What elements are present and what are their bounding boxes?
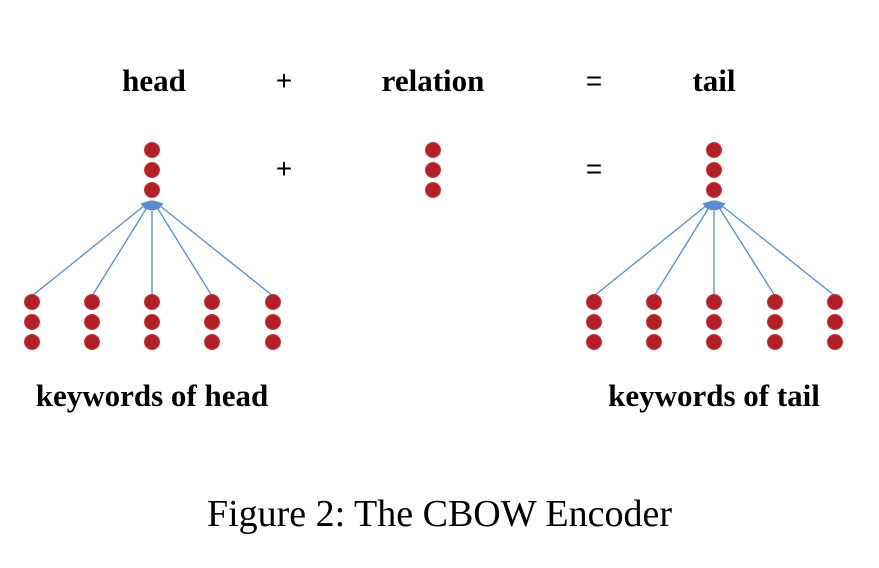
vector-dot bbox=[144, 294, 160, 310]
keyword-vector bbox=[646, 294, 662, 350]
keywords-of-head-label: keywords of head bbox=[36, 378, 269, 413]
keyword-vector bbox=[265, 294, 281, 350]
plus-operator-vectors: + bbox=[276, 153, 292, 184]
vector-dot bbox=[706, 142, 722, 158]
vector-dot bbox=[24, 334, 40, 350]
vector-dot bbox=[265, 314, 281, 330]
vector-dot bbox=[265, 294, 281, 310]
head-vector bbox=[144, 142, 160, 198]
vector-dot bbox=[265, 334, 281, 350]
vector-dot bbox=[204, 294, 220, 310]
vector-dot bbox=[144, 314, 160, 330]
arrow bbox=[714, 200, 776, 297]
vector-dot bbox=[646, 334, 662, 350]
vector-dot bbox=[425, 182, 441, 198]
arrow bbox=[715, 200, 836, 297]
vector-dot bbox=[827, 314, 843, 330]
vector-dot bbox=[425, 162, 441, 178]
vector-dot bbox=[706, 162, 722, 178]
keyword-vector bbox=[706, 294, 722, 350]
head-keyword-vectors bbox=[24, 294, 281, 350]
head-arrows bbox=[31, 200, 274, 297]
keyword-vector bbox=[586, 294, 602, 350]
keywords-of-tail-label: keywords of tail bbox=[608, 378, 820, 413]
vector-dot bbox=[586, 334, 602, 350]
vector-dot bbox=[586, 294, 602, 310]
vector-dot bbox=[586, 314, 602, 330]
vector-dot bbox=[144, 162, 160, 178]
vector-dot bbox=[425, 142, 441, 158]
relation-heading: relation bbox=[382, 63, 485, 98]
vector-dot bbox=[706, 314, 722, 330]
vector-dot bbox=[144, 334, 160, 350]
vector-dot bbox=[204, 334, 220, 350]
vector-dot bbox=[767, 294, 783, 310]
tail-arrows bbox=[593, 200, 836, 297]
keyword-vector bbox=[24, 294, 40, 350]
vector-dot bbox=[646, 294, 662, 310]
vector-dot bbox=[646, 314, 662, 330]
vector-dot bbox=[84, 314, 100, 330]
tail-keyword-vectors bbox=[586, 294, 843, 350]
vector-dot bbox=[827, 294, 843, 310]
head-heading: head bbox=[122, 63, 186, 98]
arrow bbox=[653, 200, 714, 297]
tail-vector bbox=[706, 142, 722, 198]
equals-operator-heading: = bbox=[586, 65, 602, 96]
keyword-vector bbox=[204, 294, 220, 350]
vector-dot bbox=[827, 334, 843, 350]
vector-dot bbox=[144, 182, 160, 198]
relation-vector bbox=[425, 142, 441, 198]
figure-caption: Figure 2: The CBOW Encoder bbox=[206, 493, 673, 535]
arrow bbox=[91, 200, 152, 297]
plus-operator-heading: + bbox=[276, 65, 292, 96]
keyword-vector bbox=[827, 294, 843, 350]
vector-dot bbox=[144, 142, 160, 158]
keyword-vector bbox=[144, 294, 160, 350]
vector-dot bbox=[84, 294, 100, 310]
keyword-vector bbox=[84, 294, 100, 350]
arrow bbox=[152, 200, 213, 297]
vector-dot bbox=[84, 334, 100, 350]
equals-operator-vectors: = bbox=[586, 153, 602, 184]
arrow bbox=[31, 200, 151, 297]
keyword-vector bbox=[767, 294, 783, 350]
arrow bbox=[593, 200, 713, 297]
vector-dot bbox=[767, 314, 783, 330]
vector-dot bbox=[24, 294, 40, 310]
arrow bbox=[153, 200, 274, 297]
vector-dot bbox=[204, 314, 220, 330]
vector-dot bbox=[767, 334, 783, 350]
vector-dot bbox=[706, 334, 722, 350]
vector-dot bbox=[706, 182, 722, 198]
vector-dot bbox=[706, 294, 722, 310]
tail-heading: tail bbox=[692, 63, 735, 98]
vector-dot bbox=[24, 314, 40, 330]
